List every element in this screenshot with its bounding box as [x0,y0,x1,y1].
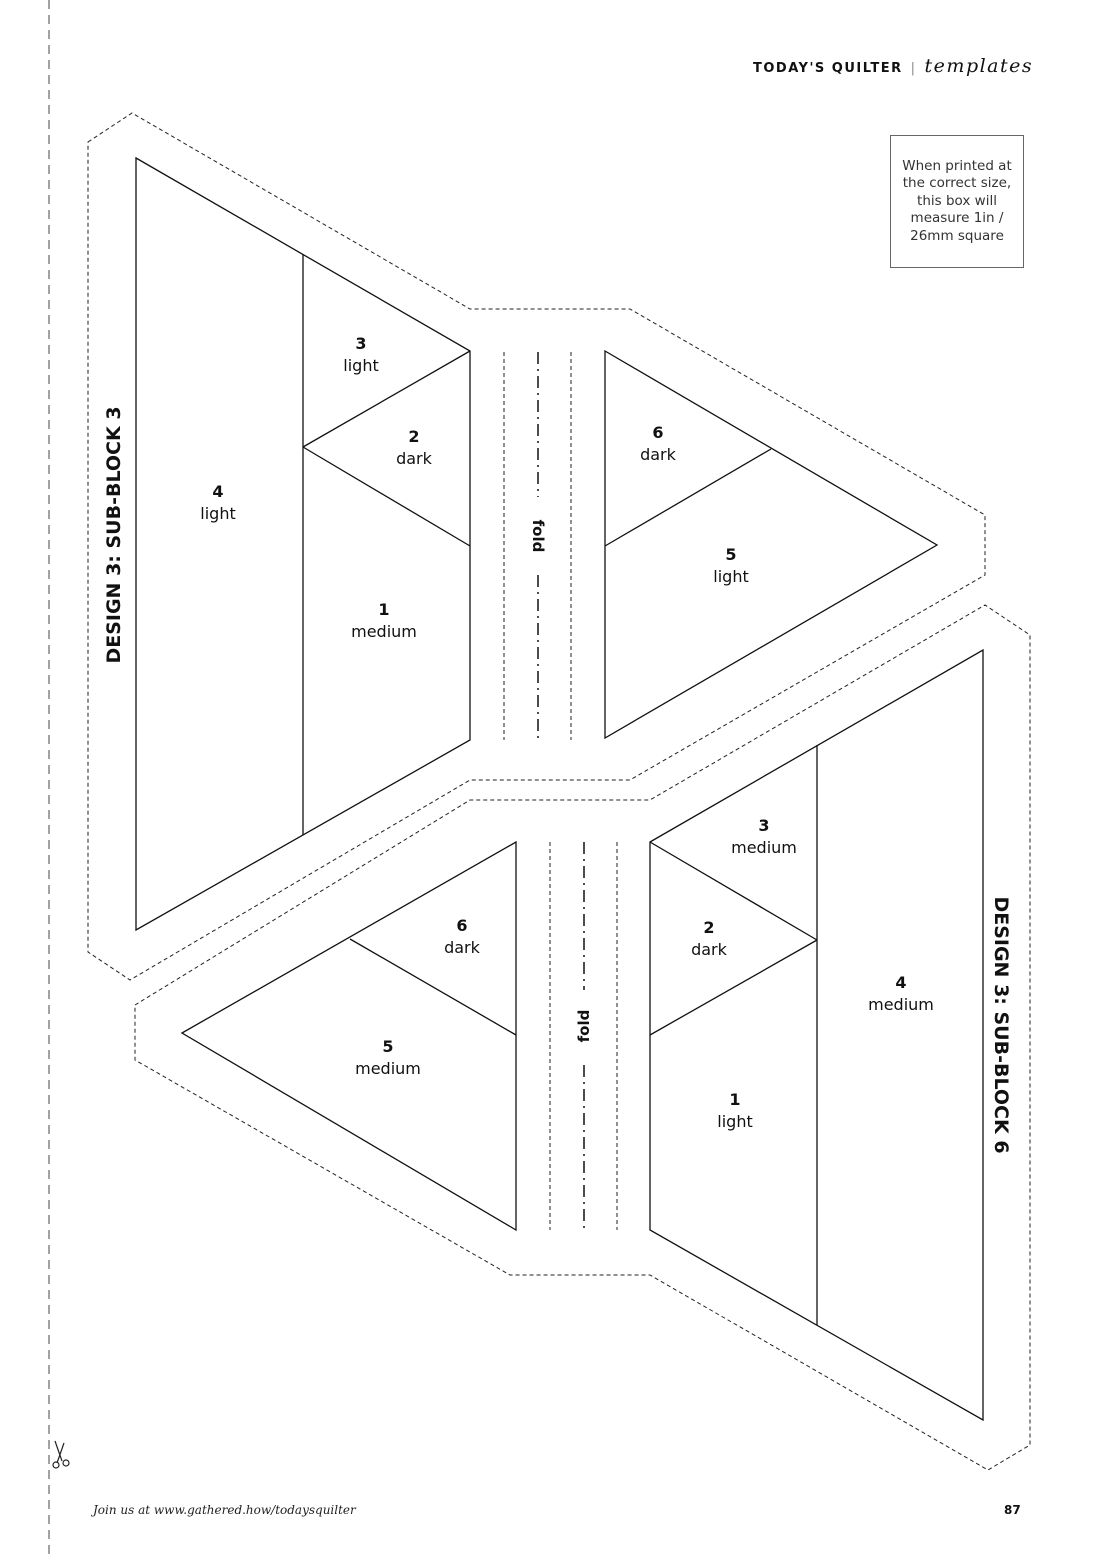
footer-website-link[interactable]: Join us at www.gathered.how/todaysquilte… [93,1503,356,1517]
seam-line [349,938,517,1036]
piece-number: 1 [378,600,389,619]
fold-label: fold [575,1010,593,1043]
scissors-icon [52,1440,70,1469]
scale-check-text: When printed at the correct size, this b… [902,157,1012,244]
section-a-outline [649,648,984,1422]
piece-number: 5 [725,545,736,564]
piece-number: 4 [895,973,906,992]
piece-shade: light [343,356,378,375]
piece-number: 2 [408,427,419,446]
piece-shade: medium [731,838,797,857]
block-title: DESIGN 3: SUB-BLOCK 3 [103,406,125,663]
piece-number: 6 [652,423,663,442]
page-number: 87 [1004,1503,1021,1517]
seam-line [604,448,772,547]
piece-shade: light [713,567,748,586]
piece-shade: light [200,504,235,523]
piece-number: 2 [703,918,714,937]
section-b-outline [604,349,939,740]
template-block-b: fold DESIGN 3: SUB-BLOCK 6 1 light 2 dar… [134,604,1031,1471]
piece-shade: dark [640,445,677,464]
running-header: TODAY'S QUILTER | templates [753,55,1033,77]
seam-line [302,350,471,448]
piece-shade: medium [355,1059,421,1078]
piece-shade: dark [691,940,728,959]
seam-line [649,939,818,1036]
piece-number: 4 [212,482,223,501]
piece-number: 3 [758,816,769,835]
brand-name: TODAY'S QUILTER [753,61,903,76]
seam-line [302,446,471,547]
piece-number: 1 [729,1090,740,1109]
piece-shade: medium [351,622,417,641]
piece-number: 3 [355,334,366,353]
seam-line [649,841,818,941]
piece-number: 5 [382,1037,393,1056]
cutting-line-b [134,604,1031,1471]
header-separator: | [910,61,917,76]
block-title: DESIGN 3: SUB-BLOCK 6 [990,896,1012,1153]
section-a-outline [135,156,471,932]
cutting-line-a [87,112,986,981]
piece-shade: medium [868,995,934,1014]
piece-shade: dark [444,938,481,957]
section-b-outline [180,840,517,1232]
piece-shade: light [717,1112,752,1131]
template-block-a: fold DESIGN 3: SUB-BLOCK 3 1 medium 2 da… [87,112,986,981]
scale-check-box: When printed at the correct size, this b… [890,135,1024,268]
piece-shade: dark [396,449,433,468]
section-name: templates [924,55,1034,77]
piece-number: 6 [456,916,467,935]
fold-label: fold [529,520,547,553]
